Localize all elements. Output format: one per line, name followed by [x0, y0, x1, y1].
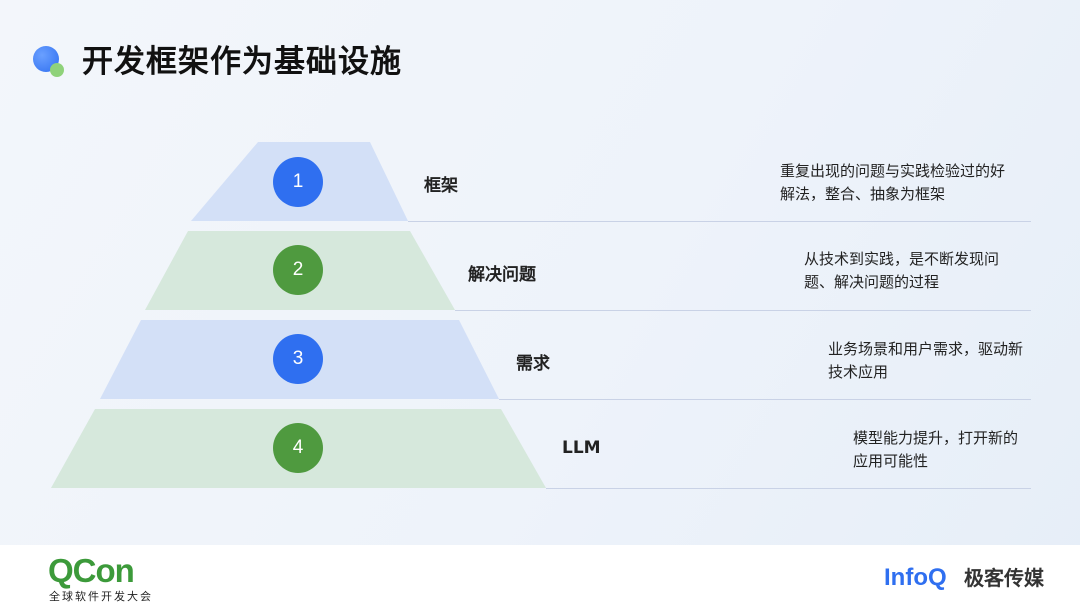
page-title: 开发框架作为基础设施 — [82, 44, 402, 80]
qcon-subtitle: 全球软件开发大会 — [49, 590, 153, 603]
tier-2-divider — [455, 310, 1031, 311]
tier-2-desc: 从技术到实践，是不断发现问题、解决问题的过程 — [804, 250, 1000, 291]
tier-4-number: 4 — [273, 423, 323, 473]
tier-4-divider — [546, 488, 1031, 489]
title-dot-green-icon — [50, 63, 64, 77]
tier-1-number: 1 — [273, 157, 323, 207]
tier-3-divider — [499, 399, 1031, 400]
geek-media-logo: 极客传媒 — [964, 566, 1044, 590]
tier-3-number: 3 — [273, 334, 323, 384]
tier-1-divider — [408, 221, 1031, 222]
tier-2-number: 2 — [273, 245, 323, 295]
tier-2-label: 解决问题 — [468, 265, 536, 285]
tier-4-desc: 模型能力提升，打开新的应用可能性 — [853, 429, 1019, 470]
tier-3-desc: 业务场景和用户需求，驱动新技术应用 — [828, 340, 1024, 381]
tier-1-label: 框架 — [424, 176, 458, 196]
tier-4-label: LLM — [562, 438, 601, 458]
qcon-logo: QCon — [48, 552, 135, 589]
tier-3-label: 需求 — [516, 354, 550, 374]
infoq-logo: InfoQ — [884, 564, 947, 591]
tier-1-desc: 重复出现的问题与实践检验过的好解法，整合、抽象为框架 — [780, 162, 1006, 203]
footer-bar — [0, 545, 1080, 609]
